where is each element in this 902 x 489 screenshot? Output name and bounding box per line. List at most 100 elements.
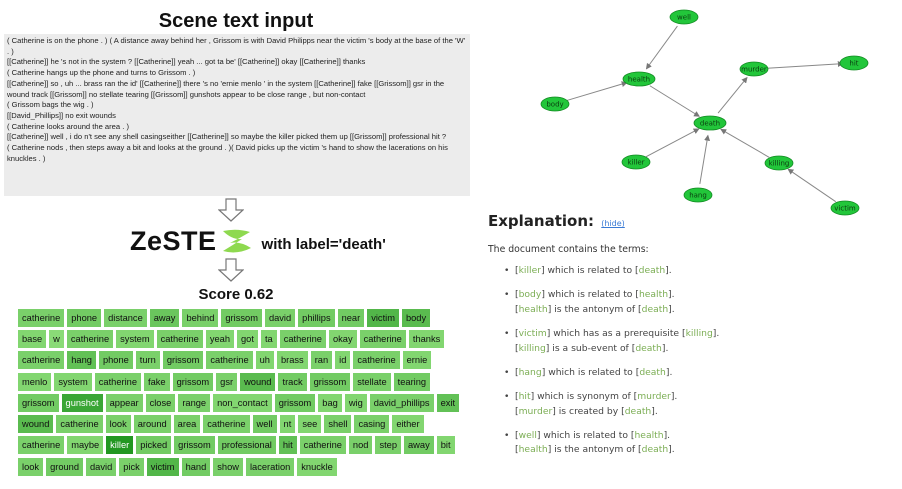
term-link[interactable]: hang bbox=[518, 366, 542, 378]
token-cell: fake bbox=[144, 372, 170, 391]
token-cell: catherine bbox=[299, 436, 346, 455]
token-cell: grissom bbox=[174, 436, 215, 455]
token-cell: area bbox=[173, 415, 201, 434]
token-cell: ernie bbox=[402, 351, 432, 370]
explanation-text: ] which has as a prerequisite [ bbox=[546, 327, 686, 339]
term-link[interactable]: killer bbox=[518, 265, 542, 276]
scene-line: [[Catherine]] he 's not in the system ? … bbox=[7, 57, 366, 67]
graph-node-label: death bbox=[700, 119, 720, 127]
token-cell: david bbox=[86, 457, 117, 476]
term-link[interactable]: hit bbox=[518, 390, 531, 402]
graph-node-label: victim bbox=[834, 204, 856, 212]
token-cell: near bbox=[337, 308, 365, 327]
term-link[interactable]: death bbox=[641, 303, 669, 315]
token-cell: system bbox=[116, 329, 154, 348]
term-link[interactable]: health bbox=[518, 444, 548, 456]
token-cell: catherine bbox=[66, 329, 114, 348]
explanation-item: [killer] which is related to [death]. bbox=[488, 264, 898, 279]
term-link[interactable]: murder bbox=[637, 390, 671, 402]
token-cell: catherine bbox=[353, 351, 400, 370]
token-cell: either bbox=[392, 415, 424, 434]
token-cell: away bbox=[404, 436, 434, 455]
scene-line: ( Grissom bags the wig . ) bbox=[7, 100, 94, 110]
token-cell: bit bbox=[436, 436, 455, 455]
explanation-text: [ bbox=[515, 366, 519, 378]
hide-link[interactable]: (hide) bbox=[601, 219, 625, 228]
graph-node: killing bbox=[764, 155, 794, 171]
explanation-text: ]. bbox=[670, 390, 678, 402]
explanation-text: ]. bbox=[665, 265, 672, 276]
graph-node: hang bbox=[683, 187, 713, 203]
token-cell: catherine bbox=[56, 415, 103, 434]
term-link[interactable]: well bbox=[518, 429, 537, 441]
token-cell: catherine bbox=[359, 329, 406, 348]
explanation-text: ] which is synonym of [ bbox=[530, 390, 638, 402]
token-cell: laceration bbox=[245, 457, 295, 476]
zeste-model: ZeSTE with label='death' bbox=[130, 224, 386, 258]
token-cell: yeah bbox=[205, 329, 235, 348]
graph-node: murder bbox=[739, 61, 769, 77]
graph-edge bbox=[699, 134, 711, 185]
graph-edge bbox=[645, 25, 678, 70]
explanation-line: [victim] which has as a prerequisite [ki… bbox=[515, 327, 898, 342]
term-link[interactable]: killing bbox=[685, 327, 713, 339]
graph-edge bbox=[717, 76, 748, 114]
explanation-intro: The document contains the terms: bbox=[488, 244, 649, 255]
term-link[interactable]: killing bbox=[518, 342, 546, 354]
scene-line: ( Catherine looks around the area . ) bbox=[7, 121, 129, 131]
explanation-text: [ bbox=[515, 342, 519, 354]
explanation-line: [killing] is a sub-event of [death]. bbox=[515, 342, 898, 357]
graph-node-label: body bbox=[546, 100, 563, 108]
explanation-text: ] is created by [ bbox=[552, 405, 625, 417]
graph-edge bbox=[720, 128, 770, 158]
term-link[interactable]: health bbox=[638, 289, 669, 301]
token-cell: see bbox=[298, 415, 322, 434]
token-cell: wound bbox=[18, 415, 54, 434]
token-cell: nt bbox=[279, 415, 296, 434]
explanation-text: [ bbox=[515, 265, 519, 276]
zeste-label-text: with label='death' bbox=[261, 235, 386, 253]
graph-node: killer bbox=[621, 154, 651, 170]
term-link[interactable]: victim bbox=[518, 327, 547, 339]
term-link[interactable]: death bbox=[635, 342, 662, 354]
graph-edge bbox=[645, 128, 700, 158]
graph-node: well bbox=[669, 9, 699, 25]
term-link[interactable]: health bbox=[634, 429, 664, 441]
term-link[interactable]: death bbox=[639, 366, 666, 378]
explanation-item: [hit] which is synonym of [murder].[murd… bbox=[488, 390, 898, 419]
scene-text-box: ( Catherine is on the phone . ) ( A dist… bbox=[4, 34, 470, 196]
explanation-text: ]. bbox=[668, 289, 675, 301]
token-cell: casing bbox=[354, 415, 390, 434]
explanation-text: ]. bbox=[668, 303, 675, 315]
graph-node-label: health bbox=[628, 75, 650, 83]
graph-node: body bbox=[540, 96, 570, 112]
term-link[interactable]: death bbox=[624, 405, 652, 417]
token-cell: professional bbox=[217, 436, 276, 455]
term-link[interactable]: health bbox=[518, 303, 548, 315]
term-link[interactable]: death bbox=[638, 265, 666, 276]
explanation-text: ]. bbox=[661, 342, 669, 354]
explanation-text: ]. bbox=[712, 327, 720, 339]
term-link[interactable]: body bbox=[518, 289, 542, 301]
explanation-line: [health] is the antonym of [death]. bbox=[515, 443, 898, 458]
explanation-text: ]. bbox=[665, 366, 673, 378]
token-cell: killer bbox=[106, 436, 134, 455]
explanation-line: [hang] which is related to [death]. bbox=[515, 366, 898, 381]
token-cell: david bbox=[264, 308, 296, 327]
token-cell: knuckle bbox=[297, 457, 337, 476]
explanation-title: Explanation: (hide) bbox=[488, 212, 898, 230]
token-cell: catherine bbox=[156, 329, 203, 348]
token-cell: phone bbox=[67, 308, 102, 327]
term-link[interactable]: murder bbox=[518, 405, 553, 417]
token-cell: picked bbox=[136, 436, 172, 455]
graph-node-shape bbox=[839, 55, 869, 71]
token-cell: base bbox=[18, 329, 47, 348]
explanation-text: [ bbox=[515, 289, 519, 301]
token-cell: step bbox=[375, 436, 402, 455]
explanation-list: [killer] which is related to [death].[bo… bbox=[488, 264, 898, 458]
term-link[interactable]: death bbox=[641, 444, 669, 456]
token-cell: victim bbox=[367, 308, 399, 327]
